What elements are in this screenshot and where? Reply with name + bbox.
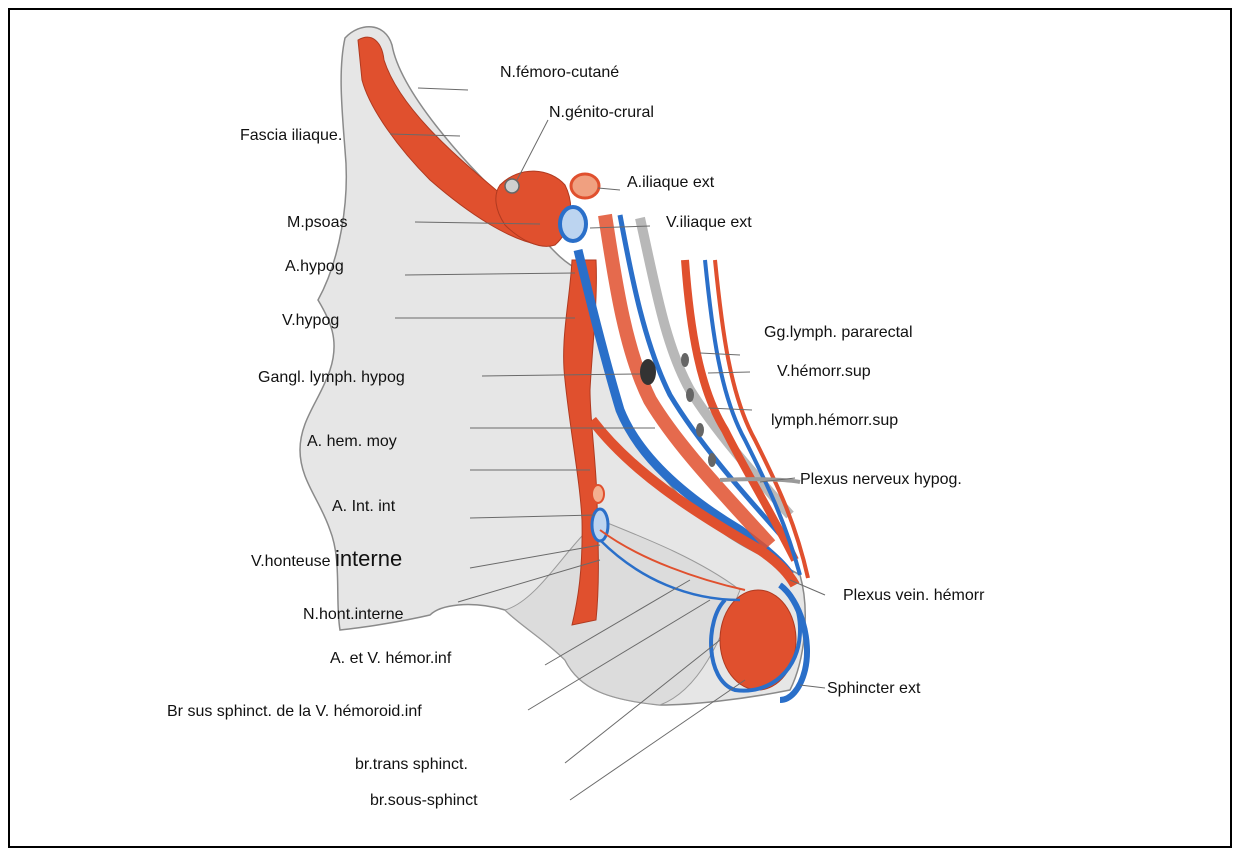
label-sphincter-ext: Sphincter ext [827, 680, 920, 698]
label-br-sous: br.sous-sphinct [370, 792, 478, 810]
label-br-trans: br.trans sphinct. [355, 756, 468, 774]
label-hypog-artery: A.hypog [285, 258, 344, 276]
lymph-node-3 [696, 423, 704, 437]
label-honteuse-interne: V.honteuse interne [251, 550, 402, 571]
label-fascia-iliaque: Fascia iliaque. [240, 127, 342, 145]
lymph-node-hypog [640, 359, 656, 385]
lymph-node-2 [686, 388, 694, 402]
external-iliac-artery [571, 174, 599, 198]
label-plexus-vein: Plexus vein. hémorr [843, 587, 984, 605]
label-lymph-pararectal: Gg.lymph. pararectal [764, 324, 913, 342]
label-genito-crural: N.génito-crural [549, 104, 654, 122]
label-gangl-hypog: Gangl. lymph. hypog [258, 369, 405, 387]
label-plexus-nerveux: Plexus nerveux hypog. [800, 471, 962, 489]
genito-crural-nerve [505, 179, 519, 193]
label-honteuse-prefix: V.honteuse [251, 553, 335, 570]
label-hemorr-sup-vein: V.hémorr.sup [777, 363, 871, 381]
label-hemor-inf: A. et V. hémor.inf [330, 650, 451, 668]
internal-pudendal-vein [592, 509, 608, 541]
label-psoas: M.psoas [287, 214, 347, 232]
internal-pudendal-artery [592, 485, 604, 503]
label-hont-interne: N.hont.interne [303, 606, 404, 624]
lymph-node-1 [681, 353, 689, 367]
label-honteuse-suffix: interne [335, 546, 402, 571]
label-iliaque-ext-vein: V.iliaque ext [666, 214, 752, 232]
label-hem-moy: A. hem. moy [307, 433, 397, 451]
label-iliaque-ext-artery: A.iliaque ext [627, 174, 714, 192]
label-lymph-hemorr-sup: lymph.hémorr.sup [771, 412, 898, 430]
label-int-int: A. Int. int [332, 498, 395, 516]
lymph-node-4 [708, 453, 716, 467]
label-hypog-vein: V.hypog [282, 312, 339, 330]
label-br-sus: Br sus sphinct. de la V. hémoroid.inf [167, 703, 422, 721]
label-femoro-cutane: N.fémoro-cutané [500, 64, 619, 82]
external-iliac-vein [560, 207, 586, 241]
